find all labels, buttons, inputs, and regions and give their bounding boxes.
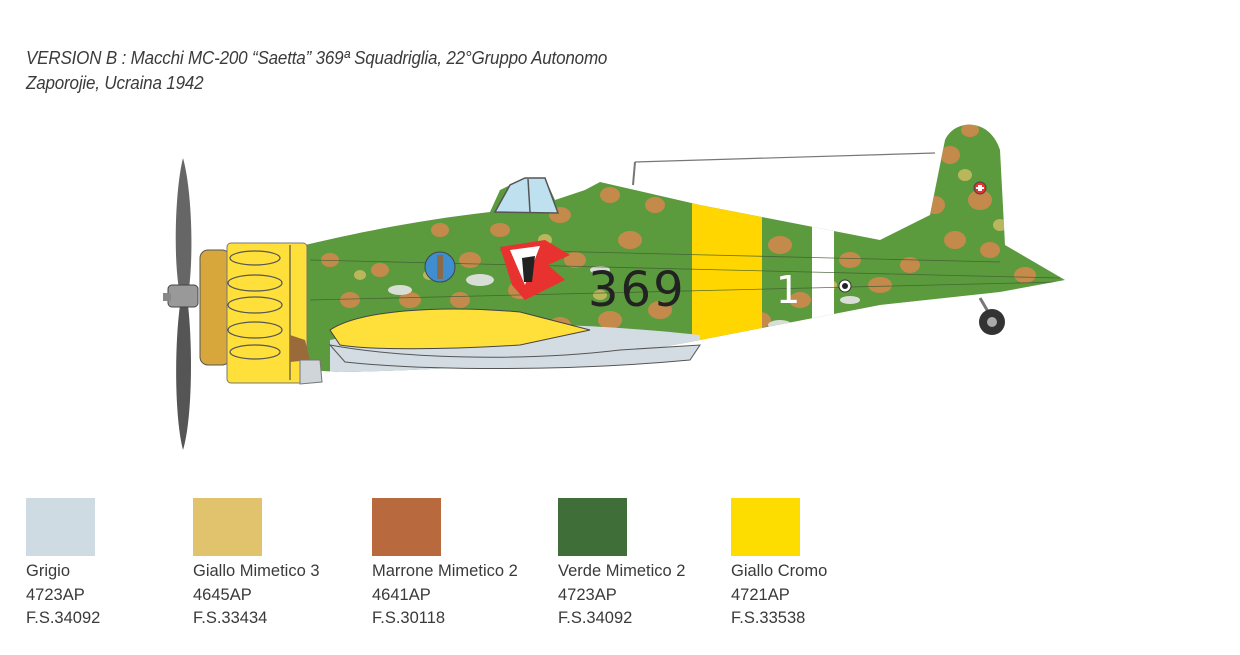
swatch-chip bbox=[372, 498, 441, 556]
swatch-name: Giallo Mimetico 3 bbox=[193, 562, 320, 580]
swatch-chip bbox=[558, 498, 627, 556]
swatch-grigio: Grigio 4723AP F.S.34092 bbox=[26, 498, 100, 631]
swatch-code: 4645AP bbox=[193, 585, 252, 604]
engine-cowling bbox=[199, 242, 310, 384]
swatch-name: Verde Mimetico 2 bbox=[558, 562, 686, 580]
swatch-chip bbox=[193, 498, 262, 556]
swatch-code: 4723AP bbox=[26, 585, 85, 604]
fuselage-code: 369 bbox=[588, 262, 686, 318]
title-line-2: Zaporojie, Ucraina 1942 bbox=[26, 72, 204, 93]
swatch-name: Giallo Cromo bbox=[731, 562, 828, 580]
title-line-1: VERSION B : Macchi MC-200 “Saetta” 369ª … bbox=[26, 47, 608, 68]
propeller bbox=[163, 158, 199, 450]
aircraft-number: 1 bbox=[776, 268, 800, 312]
swatch-code: 4721AP bbox=[731, 585, 790, 604]
swatch-fs: F.S.33538 bbox=[731, 609, 806, 627]
swatch-name: Marrone Mimetico 2 bbox=[372, 562, 518, 580]
swatch-verde-mimetico-2: Verde Mimetico 2 4723AP F.S.34092 bbox=[558, 498, 685, 631]
aircraft-profile-illustration: 369 1 bbox=[163, 124, 1065, 450]
swatch-code: 4641AP bbox=[372, 585, 431, 604]
swatch-fs: F.S.34092 bbox=[558, 609, 633, 627]
swatch-chip bbox=[26, 498, 95, 556]
swatch-code: 4723AP bbox=[558, 585, 617, 604]
swatch-fs: F.S.30118 bbox=[372, 609, 446, 627]
swatch-chip bbox=[731, 498, 800, 556]
squadron-emblem bbox=[500, 240, 570, 300]
wing bbox=[329, 308, 591, 350]
swatch-giallo-cromo: Giallo Cromo 4721AP F.S.33538 bbox=[731, 498, 827, 631]
swatch-giallo-mimetico-3: Giallo Mimetico 3 4645AP F.S.33434 bbox=[193, 498, 320, 631]
swatch-marrone-mimetico-2: Marrone Mimetico 2 4641AP F.S.30118 bbox=[372, 498, 518, 631]
version-title: VERSION B : Macchi MC-200 “Saetta” 369ª … bbox=[26, 45, 607, 95]
swatch-fs: F.S.34092 bbox=[26, 609, 101, 627]
tail-wheel bbox=[978, 297, 1005, 335]
canopy bbox=[493, 177, 560, 214]
swatch-fs: F.S.33434 bbox=[193, 609, 268, 627]
swatch-name: Grigio bbox=[26, 562, 71, 580]
